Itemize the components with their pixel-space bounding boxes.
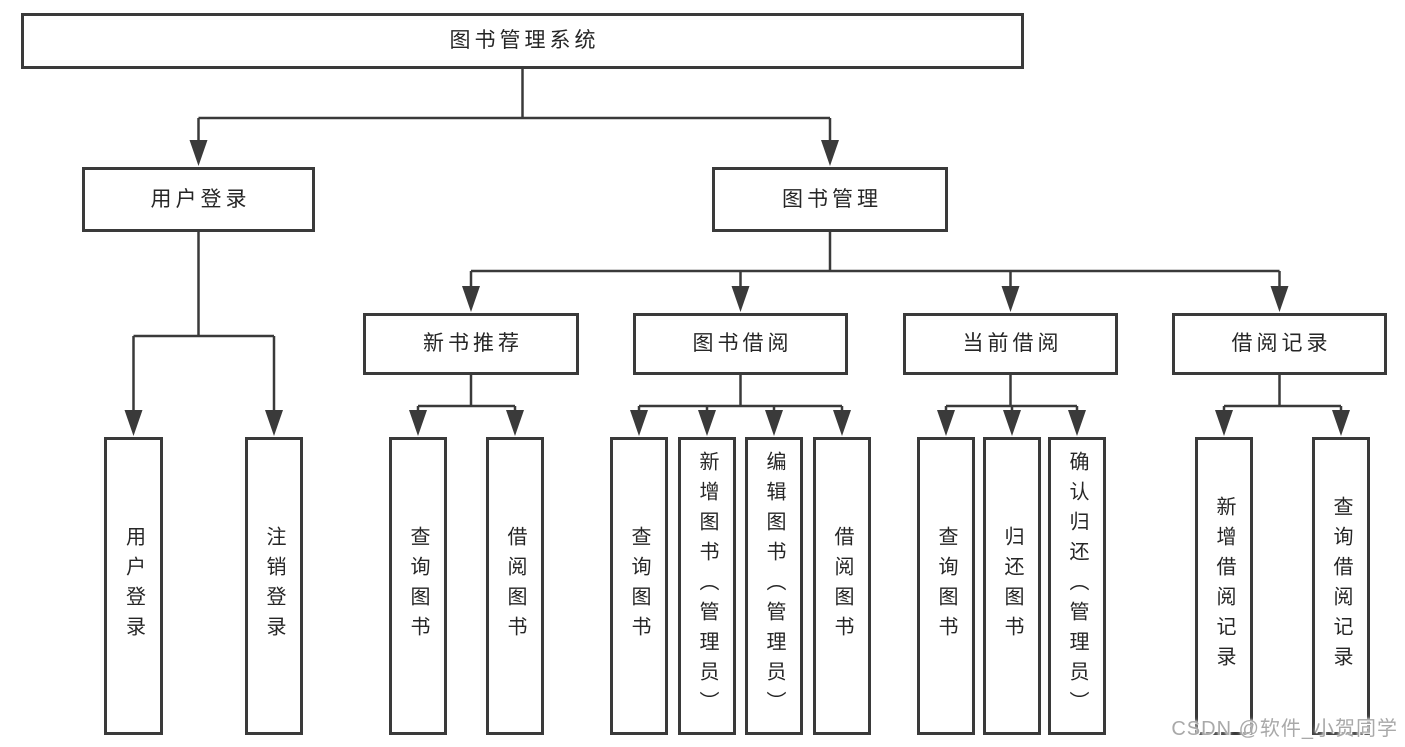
- arrowhead: [409, 410, 427, 436]
- leaf-nbr-borrow-books: 借阅图书: [486, 437, 544, 735]
- watermark: CSDN @软件_小贺同学: [1171, 718, 1398, 740]
- leaf-bb-query-books: 查询图书: [610, 437, 668, 735]
- arrowhead: [765, 410, 783, 436]
- arrowhead: [506, 410, 524, 436]
- leaf-bb-edit-book-admin: 编辑图书（管理员）: [745, 437, 803, 735]
- node-borrow-records: 借阅记录: [1172, 313, 1387, 375]
- node-book-borrowing: 图书借阅: [633, 313, 848, 375]
- connector-borrow-records-children: [1215, 375, 1350, 436]
- arrowhead: [1215, 410, 1233, 436]
- node-root-label: 图书管理系统: [449, 29, 600, 53]
- connector-book-management-children: [462, 232, 1289, 312]
- leaf-nbr-query-books-label: 查询图书: [407, 526, 429, 646]
- node-book-borrowing-label: 图书借阅: [692, 332, 793, 356]
- arrowhead: [1068, 410, 1086, 436]
- node-user-login-label: 用户登录: [150, 187, 251, 211]
- node-user-login: 用户登录: [82, 167, 315, 232]
- node-new-book-recommend: 新书推荐: [363, 313, 579, 375]
- node-book-management-label: 图书管理: [782, 187, 882, 211]
- leaf-nbr-borrow-books-label: 借阅图书: [504, 526, 526, 646]
- leaf-br-add-record: 新增借阅记录: [1195, 437, 1253, 735]
- leaf-bb-add-book-admin: 新增图书（管理员）: [678, 437, 736, 735]
- leaf-cb-return-books-label: 归还图书: [1001, 526, 1023, 646]
- node-current-borrowing-label: 当前借阅: [962, 332, 1063, 356]
- leaf-bb-add-book-admin-label: 新增图书（管理员）: [696, 451, 718, 721]
- arrowhead: [265, 410, 283, 436]
- leaf-cb-query-books: 查询图书: [917, 437, 975, 735]
- arrowhead: [1332, 410, 1350, 436]
- leaf-bb-borrow-books: 借阅图书: [813, 437, 871, 735]
- arrowhead: [731, 286, 750, 312]
- node-root: 图书管理系统: [21, 13, 1024, 69]
- arrowhead: [833, 410, 851, 436]
- leaf-bb-query-books-label: 查询图书: [628, 526, 650, 646]
- arrowhead: [1003, 410, 1021, 436]
- connector-user-login-children: [124, 232, 283, 436]
- leaf-user-login: 用户登录: [104, 437, 163, 735]
- connector-current-borrowing-children: [937, 375, 1086, 436]
- connector-book-borrowing-children: [630, 375, 851, 436]
- arrowhead: [937, 410, 955, 436]
- leaf-cb-return-books: 归还图书: [983, 437, 1041, 735]
- arrowhead: [821, 140, 839, 166]
- arrowhead: [630, 410, 648, 436]
- leaf-br-query-record: 查询借阅记录: [1312, 437, 1370, 735]
- arrowhead: [462, 286, 480, 312]
- leaf-cb-confirm-return-admin: 确认归还（管理员）: [1048, 437, 1106, 735]
- leaf-bb-borrow-books-label: 借阅图书: [831, 526, 853, 646]
- arrowhead: [189, 140, 208, 166]
- leaf-nbr-query-books: 查询图书: [389, 437, 447, 735]
- leaf-bb-edit-book-admin-label: 编辑图书（管理员）: [763, 451, 785, 721]
- node-new-book-recommend-label: 新书推荐: [423, 332, 523, 356]
- arrowhead: [124, 410, 143, 436]
- arrowhead: [698, 410, 716, 436]
- node-book-management: 图书管理: [712, 167, 948, 232]
- node-borrow-records-label: 借阅记录: [1231, 332, 1332, 356]
- leaf-br-add-record-label: 新增借阅记录: [1213, 496, 1235, 676]
- arrowhead: [1001, 286, 1020, 312]
- leaf-user-login-label: 用户登录: [122, 526, 145, 646]
- connector-root-to-level2: [189, 69, 839, 166]
- leaf-cb-query-books-label: 查询图书: [935, 526, 957, 646]
- node-current-borrowing: 当前借阅: [903, 313, 1118, 375]
- leaf-logout: 注销登录: [245, 437, 303, 735]
- leaf-br-query-record-label: 查询借阅记录: [1330, 496, 1352, 676]
- leaf-cb-confirm-return-admin-label: 确认归还（管理员）: [1066, 451, 1088, 721]
- connector-new-book-recommend-children: [409, 375, 524, 436]
- arrowhead: [1270, 286, 1289, 312]
- leaf-logout-label: 注销登录: [263, 526, 285, 646]
